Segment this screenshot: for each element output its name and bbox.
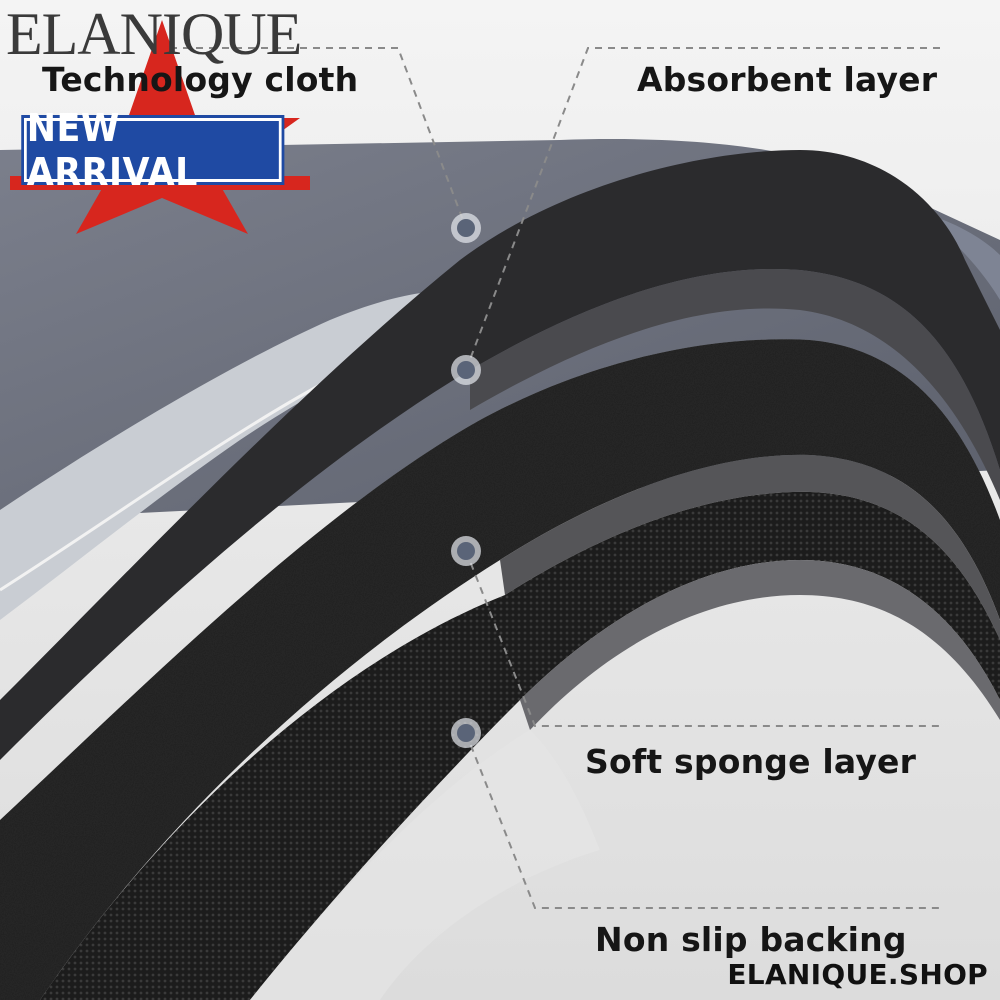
callout-markers <box>451 213 481 748</box>
brand-logo: ELANIQUE <box>6 1 302 67</box>
absorbent-layer <box>0 150 1000 760</box>
new-arrival-badge: NEW ARRIVAL <box>24 106 282 194</box>
callout-lines <box>170 47 940 909</box>
non-slip-backing <box>40 491 1000 1000</box>
label-non-slip-backing: Non slip backing <box>595 920 907 959</box>
soft-sponge-layer <box>0 339 1000 1000</box>
label-absorbent-layer: Absorbent layer <box>637 60 938 99</box>
shop-watermark: ELANIQUE.SHOP <box>727 958 988 991</box>
label-soft-sponge-layer: Soft sponge layer <box>585 742 917 781</box>
label-technology-cloth: Technology cloth <box>42 60 359 99</box>
